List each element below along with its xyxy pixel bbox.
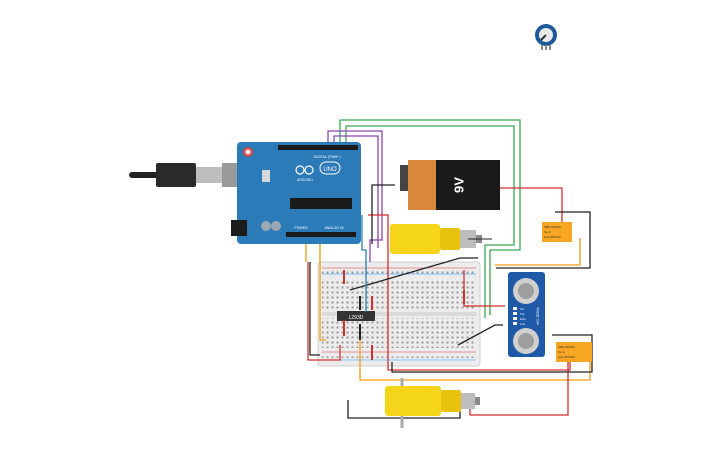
relay-top-line2: SL-C <box>544 230 552 234</box>
arduino-uno-board[interactable]: UNO ARDUINO DIGITAL (PWM~) POWER ANALOG … <box>231 142 361 244</box>
relay-bottom-line1: SRD-05VDC <box>558 345 576 349</box>
arduino-sub-text: ARDUINO <box>297 178 313 182</box>
relay-bottom-line3: 10A 250VAC <box>558 355 576 359</box>
relay-top-line1: SRD-05VDC <box>544 225 562 229</box>
dc-motor-bottom[interactable] <box>385 378 480 428</box>
power-label: POWER <box>294 226 308 230</box>
l293d-chip: L293D <box>337 311 375 321</box>
analog-label: ANALOG IN <box>324 226 344 230</box>
usb-cable <box>129 163 240 187</box>
chip-label: L293D <box>349 315 364 321</box>
potentiometer[interactable] <box>535 24 557 50</box>
sensor-pin-vcc: Vcc <box>520 308 525 311</box>
relay-top-line3: 10A 250VAC <box>544 235 562 239</box>
relay-bottom[interactable]: SRD-05VDC SL-C 10A 250VAC <box>556 342 592 362</box>
sensor-pin-gnd: Gnd <box>520 323 525 326</box>
sensor-pin-trig: Trig <box>520 313 525 316</box>
relay-bottom-line2: SL-C <box>558 350 566 354</box>
relay-top[interactable]: SRD-05VDC SL-C 10A 250VAC <box>542 222 572 242</box>
arduino-logo-text: UNO <box>323 167 337 173</box>
sensor-label: HC-SR04 <box>535 307 540 325</box>
ultrasonic-sensor[interactable]: HC-SR04 Vcc Trig Echo Gnd <box>508 272 545 357</box>
battery-9v[interactable]: 9V <box>400 160 500 210</box>
battery-label: 9V <box>451 177 466 193</box>
digital-label: DIGITAL (PWM~) <box>313 155 340 159</box>
dc-motor-top[interactable] <box>390 224 492 254</box>
sensor-pin-echo: Echo <box>520 318 526 321</box>
